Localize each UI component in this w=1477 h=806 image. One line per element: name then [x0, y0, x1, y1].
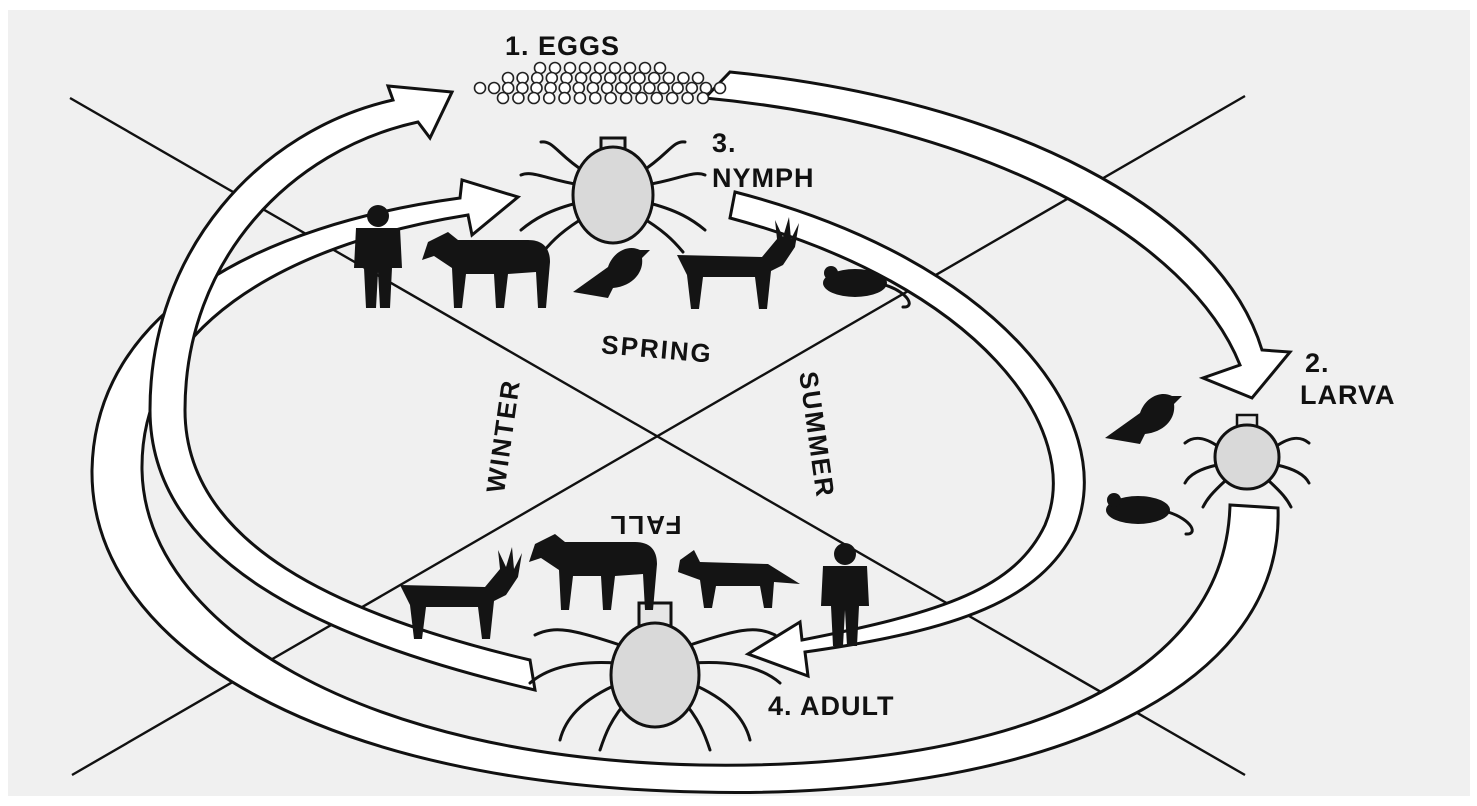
egg: [644, 83, 655, 94]
egg: [663, 73, 674, 84]
egg: [630, 83, 641, 94]
egg: [698, 93, 709, 104]
egg: [513, 93, 524, 104]
egg: [576, 73, 587, 84]
egg: [498, 93, 509, 104]
egg: [636, 93, 647, 104]
egg: [561, 73, 572, 84]
season-label-fall: FALL: [609, 510, 682, 540]
egg: [693, 73, 704, 84]
egg: [605, 93, 616, 104]
egg: [640, 63, 651, 74]
stage-label-nymph-number: 3.: [712, 128, 737, 158]
egg: [590, 93, 601, 104]
egg: [475, 83, 486, 94]
egg: [559, 93, 570, 104]
egg: [544, 93, 555, 104]
egg: [655, 63, 666, 74]
egg: [621, 93, 632, 104]
egg: [587, 83, 598, 94]
egg: [528, 93, 539, 104]
stage-label-nymph: NYMPH: [712, 163, 815, 193]
stage-label-larva: LARVA: [1300, 380, 1396, 410]
egg: [489, 83, 500, 94]
egg: [678, 73, 689, 84]
stage-label-larva-number: 2.: [1305, 348, 1330, 378]
egg: [682, 93, 693, 104]
egg: [667, 93, 678, 104]
egg: [658, 83, 669, 94]
stage-label-eggs: 1. EGGS: [505, 31, 620, 61]
stage-label-adult: 4. ADULT: [768, 691, 895, 721]
egg: [574, 93, 585, 104]
egg: [651, 93, 662, 104]
egg: [715, 83, 726, 94]
egg: [672, 83, 683, 94]
egg: [545, 83, 556, 94]
